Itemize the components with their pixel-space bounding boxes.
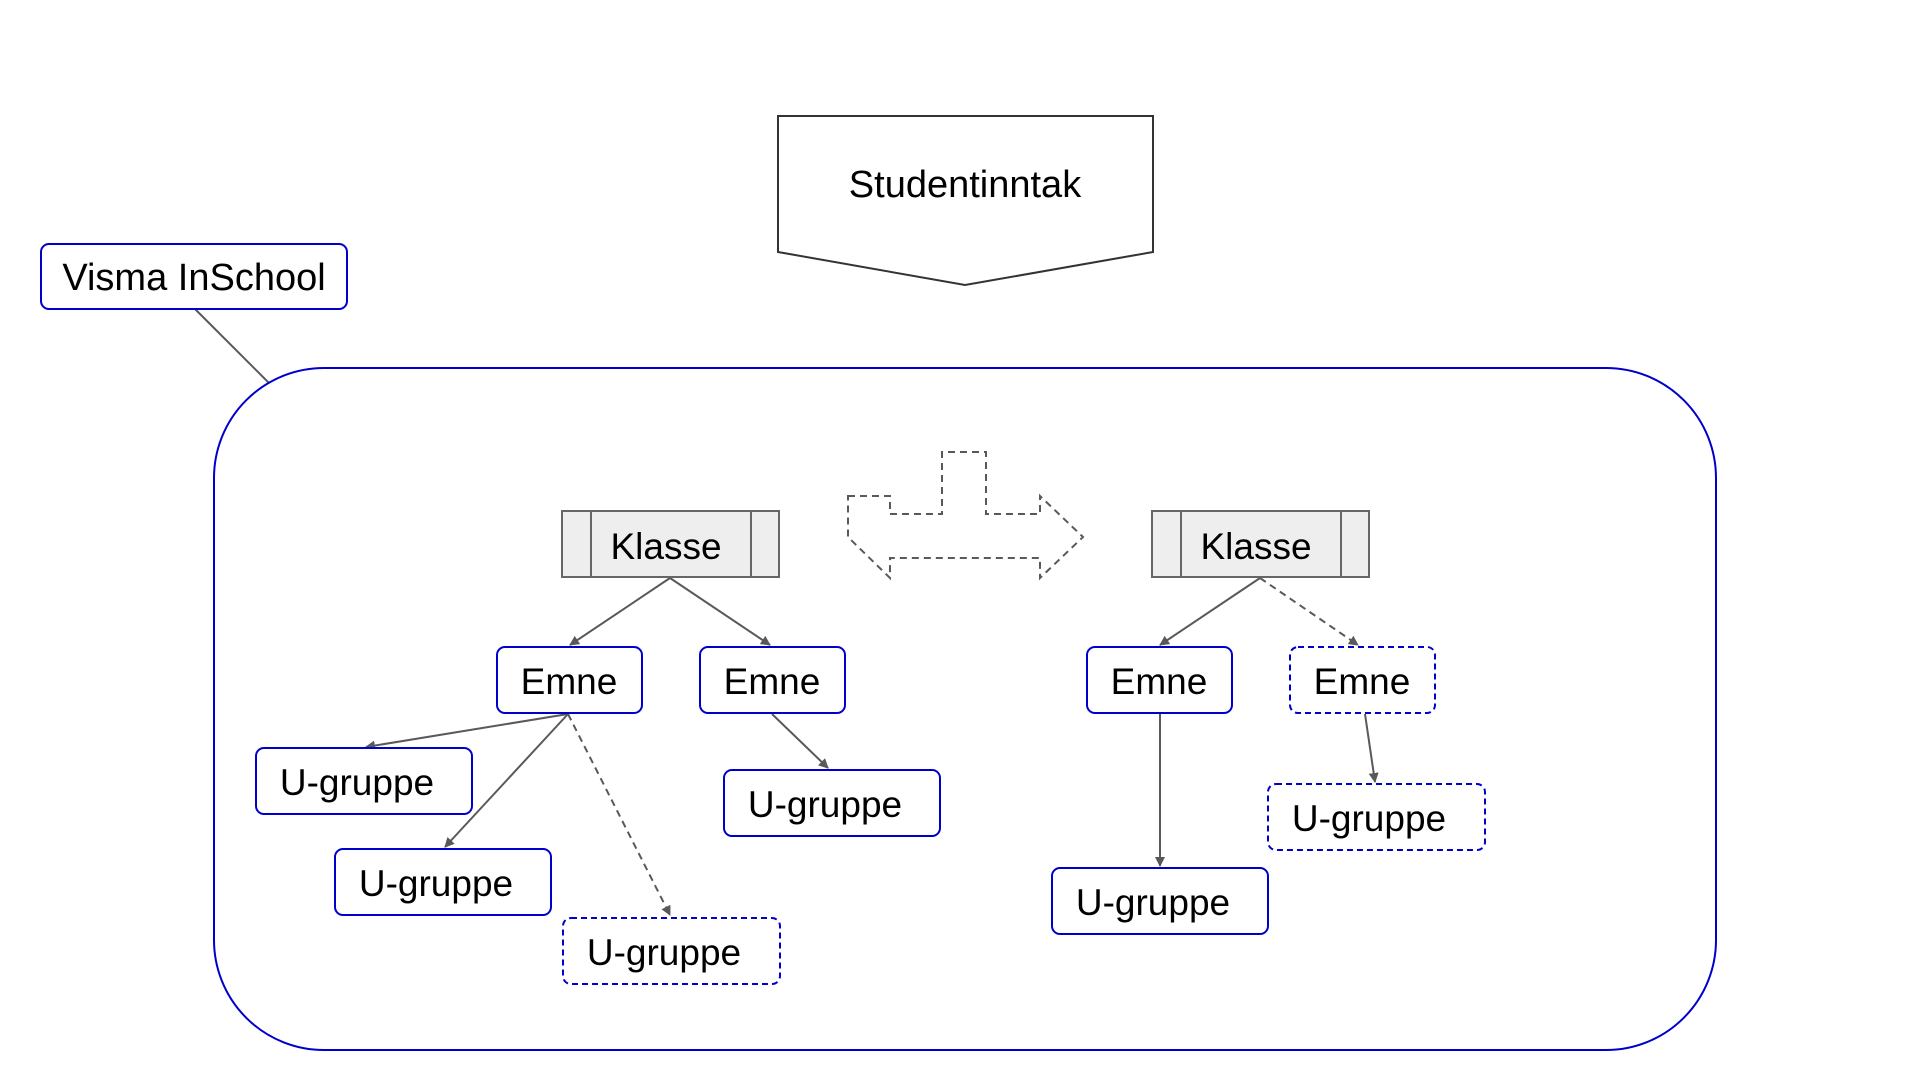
- left-tree-connectors: [365, 577, 829, 916]
- ugruppe-label: U-gruppe: [748, 784, 902, 825]
- emne-label: Emne: [724, 661, 821, 702]
- visma-inschool-label: Visma InSchool: [62, 257, 325, 299]
- ugruppe-box-left-1: U-gruppe: [255, 747, 473, 815]
- emne-box-left-2: Emne: [699, 646, 846, 714]
- ugruppe-label: U-gruppe: [359, 863, 513, 904]
- visma-inschool-callout: Visma InSchool: [40, 243, 348, 310]
- connector-emne1-ugruppe1: [365, 713, 569, 751]
- ugruppe-box-right-1: U-gruppe: [1051, 867, 1269, 935]
- connector-klasse2-emne4-dashed: [1259, 577, 1359, 646]
- ugruppe-label: U-gruppe: [587, 932, 741, 973]
- studentinntak-shape: Studentinntak: [777, 115, 1154, 287]
- emne-label: Emne: [521, 661, 618, 702]
- studentinntak-label: Studentinntak: [849, 164, 1082, 206]
- ugruppe-label: U-gruppe: [280, 762, 434, 803]
- connector-klasse-emne2: [669, 577, 771, 646]
- klasse-box-left: Klasse: [561, 510, 780, 578]
- visma-inschool-container: [213, 367, 1717, 1051]
- emne-box-left-1: Emne: [496, 646, 643, 714]
- connector-klasse2-emne3: [1159, 577, 1261, 646]
- connector-emne1-ugruppe2: [444, 713, 569, 848]
- emne-box-right-2-dashed: Emne: [1289, 646, 1436, 714]
- right-tree-connectors: [1155, 577, 1379, 867]
- klasse-box-right: Klasse: [1151, 510, 1370, 578]
- emne-box-right-1: Emne: [1086, 646, 1233, 714]
- emne-label: Emne: [1314, 661, 1411, 702]
- connector-klasse-emne1: [569, 577, 671, 646]
- connector-emne2-ugruppe4: [771, 713, 829, 769]
- ugruppe-box-left-2: U-gruppe: [334, 848, 552, 916]
- klasse-label-left: Klasse: [610, 526, 721, 567]
- exchange-arrow-icon: [847, 451, 1085, 581]
- klasse-label-right: Klasse: [1200, 526, 1311, 567]
- ugruppe-box-left-3-dashed: U-gruppe: [562, 917, 781, 985]
- callout-connector-line: [194, 308, 270, 384]
- ugruppe-box-left-4: U-gruppe: [723, 769, 941, 837]
- emne-label: Emne: [1111, 661, 1208, 702]
- ugruppe-box-right-2-dashed: U-gruppe: [1267, 783, 1486, 851]
- connector-emne1-ugruppe3-dashed: [567, 713, 671, 916]
- ugruppe-label: U-gruppe: [1292, 798, 1446, 839]
- ugruppe-label: U-gruppe: [1076, 882, 1230, 923]
- connector-emne4-ugruppe6: [1364, 713, 1379, 783]
